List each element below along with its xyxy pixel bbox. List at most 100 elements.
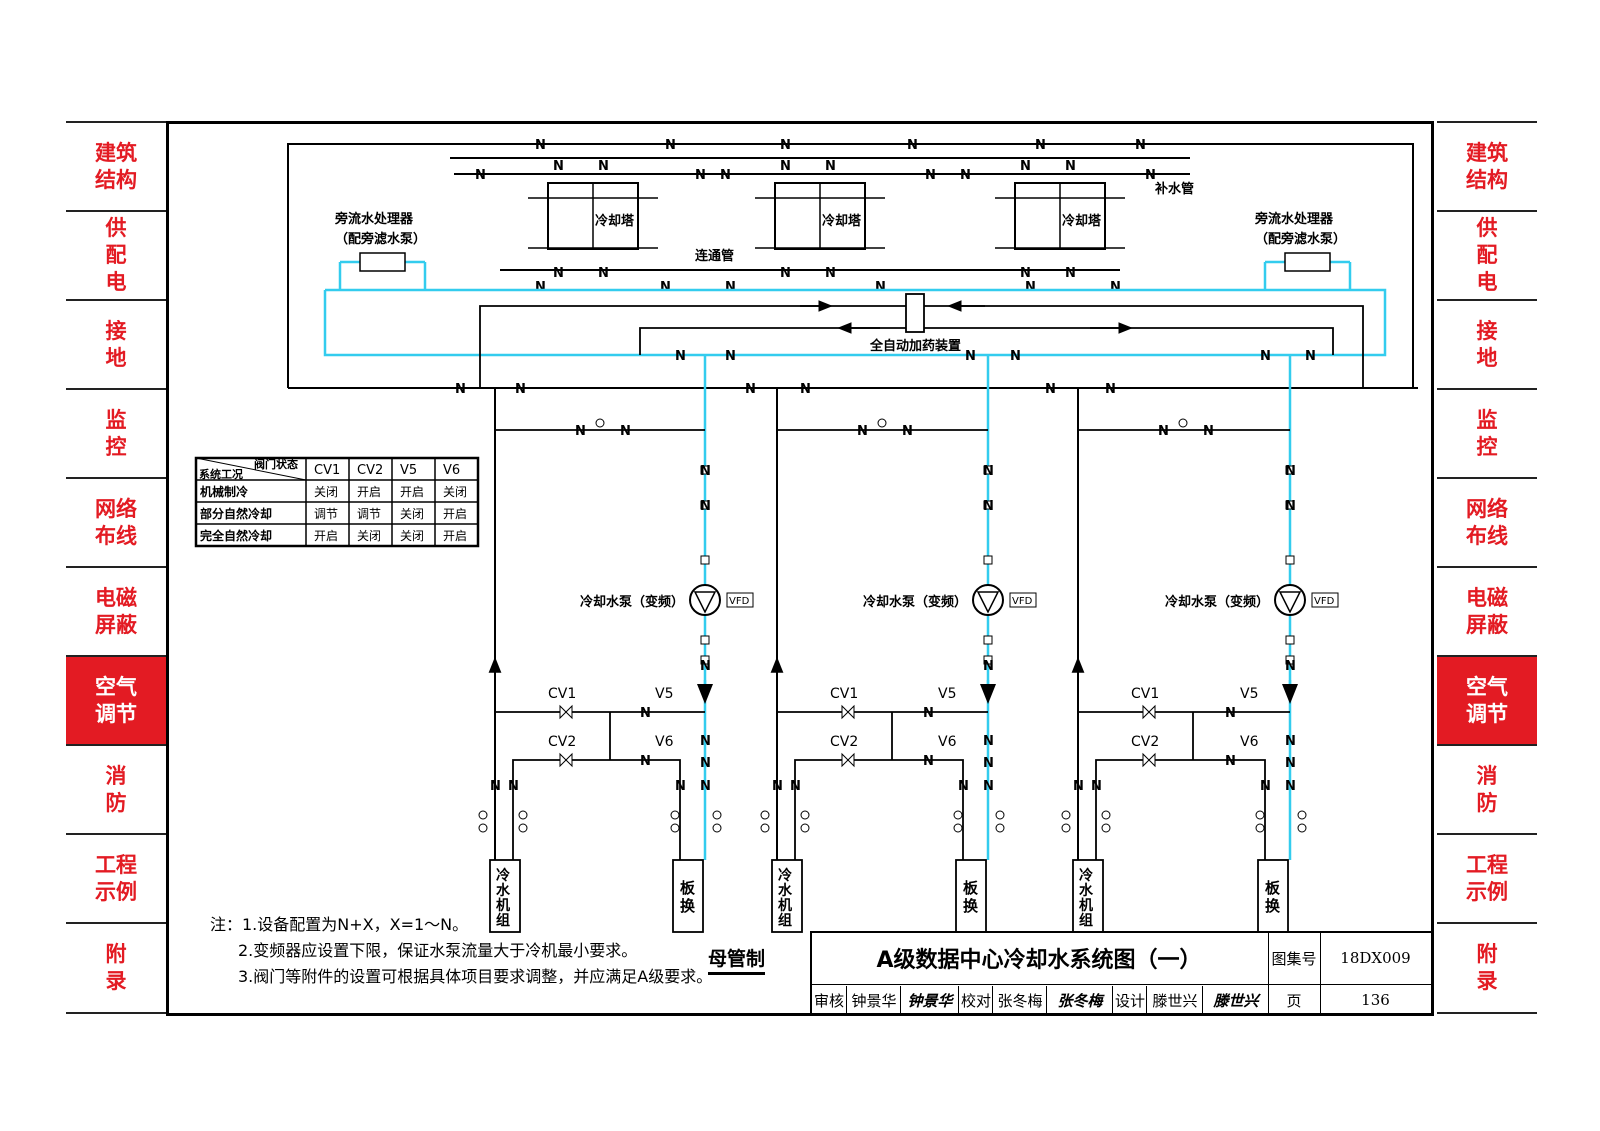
tab-7[interactable]: 消防 [66, 746, 166, 833]
cv2-pipe [512, 759, 681, 780]
tab-5[interactable]: 电磁屏蔽 [1437, 568, 1537, 655]
tab-4[interactable]: 网络布线 [66, 479, 166, 566]
tab-label: 建筑结构 [95, 140, 137, 194]
check-valve-symbol: N [665, 138, 676, 153]
tab-5[interactable]: 电磁屏蔽 [66, 568, 166, 655]
branches: NNVFD冷却水泵（变频）NNNCV1CV2V5V6NNNNNNNN冷水机组板换… [455, 349, 1339, 933]
tab-8[interactable]: 工程示例 [1437, 835, 1537, 922]
gauge-icon [1297, 823, 1307, 833]
tab-divider [66, 744, 166, 746]
check-valve-symbol: N [925, 168, 936, 183]
tab-0[interactable]: 建筑结构 [66, 123, 166, 210]
cv2-pipe [1095, 759, 1266, 780]
tab-divider [1437, 388, 1537, 390]
tab-9[interactable]: 附录 [1437, 924, 1537, 1011]
connecting-pipe-label: 连通管 [695, 248, 734, 264]
tab-label: 消防 [106, 763, 127, 817]
heat-exchanger-label-char: 板 [1265, 879, 1281, 897]
check-valve-symbol: N [1225, 754, 1236, 769]
tab-divider [66, 1012, 166, 1014]
tab-1[interactable]: 供配电 [66, 212, 166, 299]
tab-label-line: 控 [105, 434, 127, 459]
check-valve-symbol: N [1020, 159, 1031, 174]
fitting [1285, 655, 1295, 665]
check-valve-symbol: N [490, 779, 501, 794]
v6-label: V6 [655, 734, 674, 750]
check-valve-symbol: N [923, 706, 934, 721]
tab-label-line: 调节 [95, 701, 137, 726]
tab-label: 空气调节 [95, 674, 137, 728]
tab-label: 工程示例 [1466, 852, 1508, 906]
vfd-label: VFD [729, 596, 750, 607]
gauge-icon [760, 823, 770, 833]
tab-3[interactable]: 监控 [1437, 390, 1537, 477]
tab-3[interactable]: 监控 [66, 390, 166, 477]
check-valve-symbol: N [720, 168, 731, 183]
table-mode-cell: 机械制冷 [200, 484, 248, 499]
cv1-valve [841, 704, 855, 720]
pump-label: 冷却水泵（变频） [580, 594, 684, 610]
fitting [1285, 465, 1295, 475]
check-valve-symbol: N [780, 159, 791, 174]
cv2-valve [559, 752, 573, 768]
heat-exchanger-box [672, 859, 704, 933]
check-valve-symbol: N [923, 754, 934, 769]
v5-label: V5 [938, 686, 956, 702]
check-valve-symbol: N [1010, 349, 1021, 364]
tab-6[interactable]: 空气调节 [1437, 657, 1537, 744]
check-valve-symbol: N [575, 424, 586, 439]
table-value-cell: 关闭 [357, 529, 381, 543]
crossover-valve [595, 418, 605, 428]
table-value-cell: 开启 [443, 529, 467, 543]
design-label: 设计 [1112, 986, 1147, 1014]
tab-0[interactable]: 建筑结构 [1437, 123, 1537, 210]
tab-2[interactable]: 接地 [1437, 301, 1537, 388]
tab-label-line: 空气 [1466, 674, 1508, 699]
tab-8[interactable]: 工程示例 [66, 835, 166, 922]
check-valve-symbol: N [780, 266, 791, 281]
vfd-label: VFD [1012, 596, 1033, 607]
check-valve-symbol: N [1025, 280, 1036, 295]
gauge-icon [712, 810, 722, 820]
tab-4[interactable]: 网络布线 [1437, 479, 1537, 566]
table-column-header: CV2 [357, 463, 383, 478]
tab-1[interactable]: 供配电 [1437, 212, 1537, 299]
check-valve-symbol: N [825, 266, 836, 281]
vfd-box [1009, 592, 1037, 608]
tab-divider [1437, 833, 1537, 835]
tab-label-line: 录 [105, 968, 127, 993]
pump-triangle [693, 591, 717, 614]
check-valve-symbol: N [675, 349, 686, 364]
fitting [983, 465, 993, 475]
tab-2[interactable]: 接地 [66, 301, 166, 388]
tab-9[interactable]: 附录 [66, 924, 166, 1011]
check-valve-symbol: N [1305, 349, 1316, 364]
tab-label: 附录 [106, 941, 127, 995]
heat-exchanger-label-char: 板 [963, 879, 979, 897]
cv2-valve [1142, 752, 1156, 768]
check-valve-symbol: N [983, 499, 994, 514]
check-valve-symbol: N [857, 424, 868, 439]
tab-6[interactable]: 空气调节 [66, 657, 166, 744]
tab-7[interactable]: 消防 [1437, 746, 1537, 833]
check-valve-symbol: N [1285, 499, 1296, 514]
vfd-label: VFD [1314, 596, 1335, 607]
check-valve-symbol: N [825, 159, 836, 174]
check-valve-symbol: N [1105, 382, 1116, 397]
table-diagonal [195, 457, 307, 481]
fitting [700, 500, 710, 510]
tab-label: 网络布线 [95, 496, 137, 550]
tab-label-line: 录 [1476, 968, 1498, 993]
check-valve-symbol: N [960, 168, 971, 183]
tab-label-line: 监 [105, 407, 127, 432]
dosing-device-label: 全自动加药装置 [869, 338, 961, 354]
chiller-label-char: 水 [1079, 882, 1094, 899]
check-valve-symbol: N [700, 756, 711, 771]
gauge-icon [1101, 823, 1111, 833]
gauge-icon [953, 810, 963, 820]
check-valve-symbol: N [965, 349, 976, 364]
table-value-cell: 开启 [443, 507, 467, 521]
check-valve-symbol: N [902, 424, 913, 439]
tab-label: 空气调节 [1466, 674, 1508, 728]
